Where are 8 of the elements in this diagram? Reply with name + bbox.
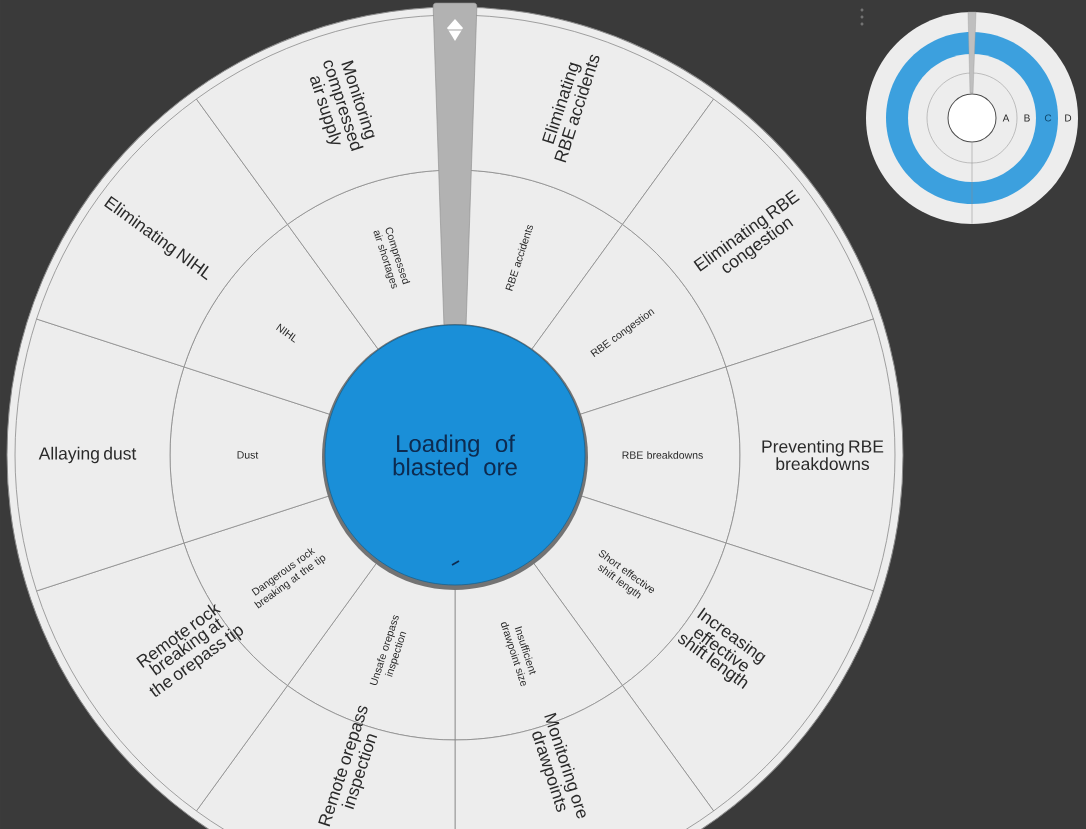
ring-letter: C <box>1044 114 1052 122</box>
outer-segment: Preventing RBE breakdowns <box>725 318 896 592</box>
ring-letter: A <box>1002 114 1010 122</box>
outer-segment: Allaying dust <box>14 318 185 592</box>
ring-letter: D <box>1065 114 1072 122</box>
ring-letter: B <box>1024 114 1030 122</box>
wheel-segment: RBE breakdowns <box>578 366 741 544</box>
wheel-segment: Dust <box>169 366 332 544</box>
